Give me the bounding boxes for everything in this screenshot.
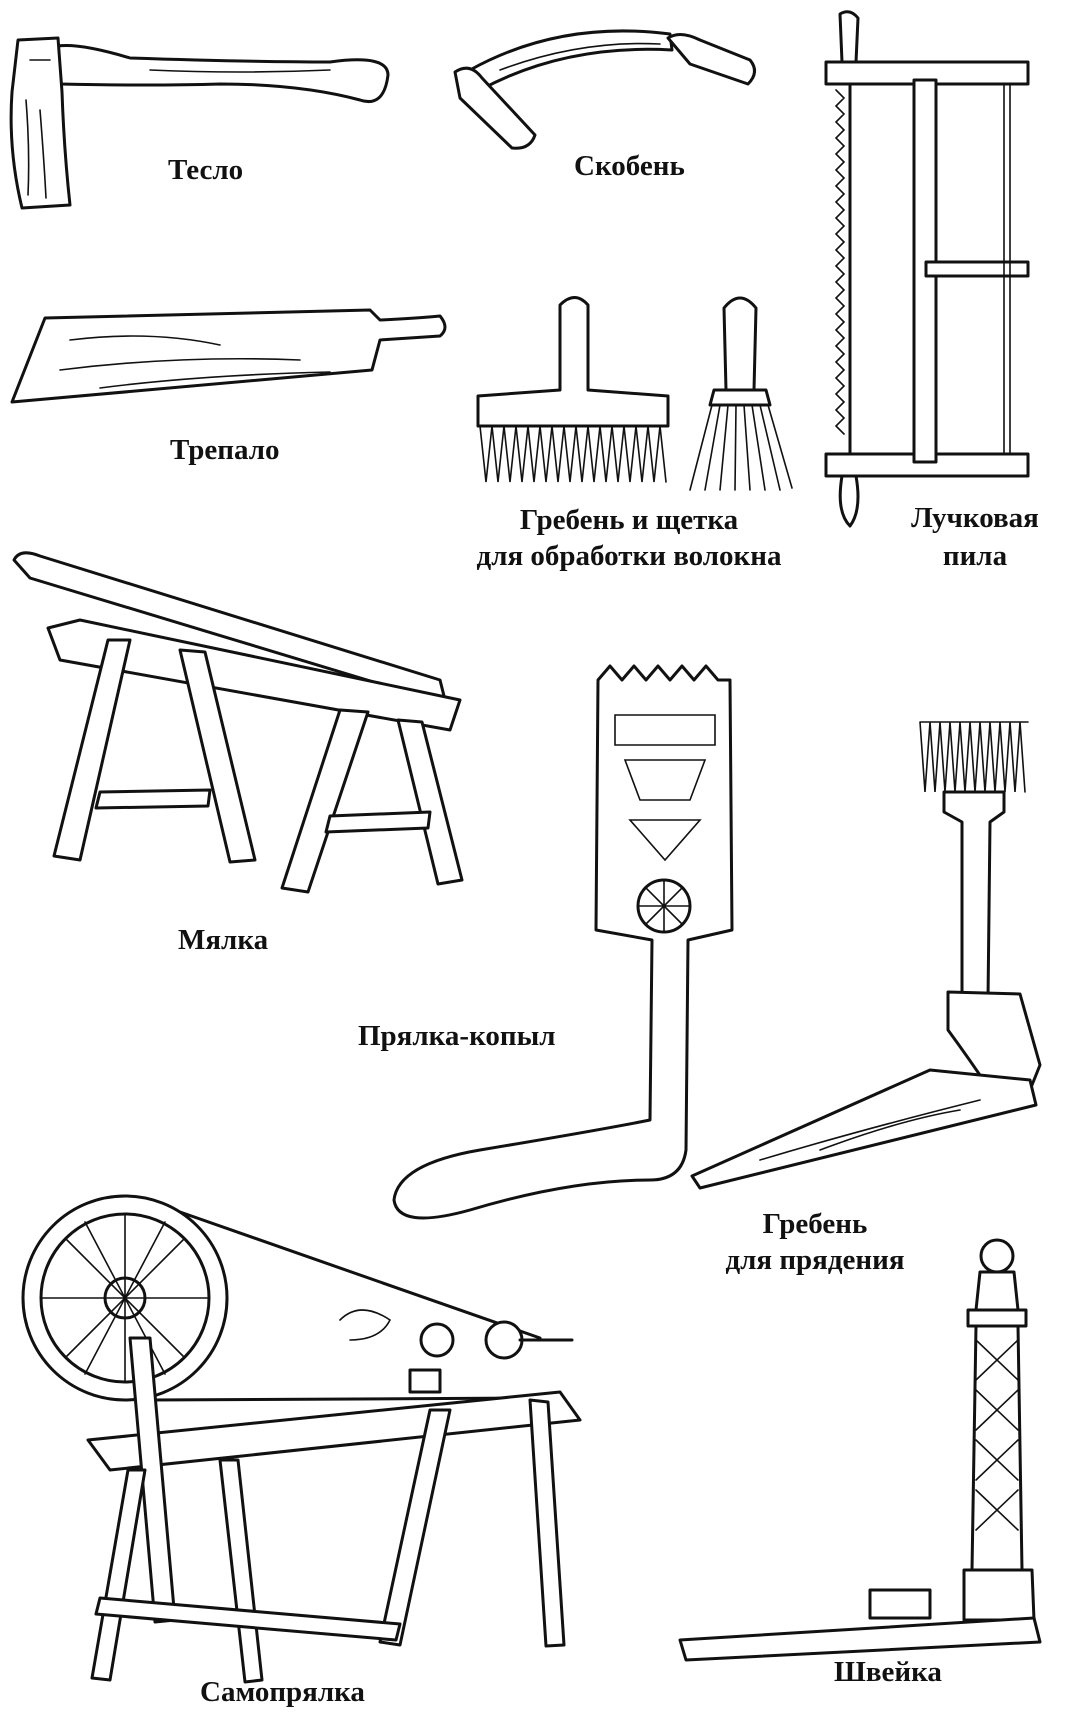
label-pila-line2: пила [942,540,1008,572]
label-trepalo: Трепало [170,434,280,466]
spinning-wheel-drawing [21,1194,582,1684]
adze-drawing [9,36,390,210]
comb-and-brush-drawing [476,296,793,491]
label-myalka: Мялка [178,924,269,956]
bow-saw-drawing [824,10,1030,528]
label-pila-line1: Лучковая [911,502,1039,534]
scutching-knife-drawing [10,308,447,404]
label-samopryalka: Самопрялка [200,1676,365,1708]
label-greben-pryad-line2: для прядения [725,1244,905,1276]
label-pryalka-kopyl: Прялка-копыл [358,1020,556,1052]
label-shveyka: Швейка [834,1656,942,1688]
spinning-comb-drawing [690,721,1042,1190]
label-greben-line2: для обработки волокна [476,540,782,572]
drawknife-drawing [453,29,756,150]
label-greben-line1: Гребень и щетка [519,504,739,536]
label-greben-pryad-line1: Гребень [762,1208,868,1240]
flax-brake-drawing [12,551,464,894]
distaff-drawing [392,664,734,1220]
label-teslo: Тесло [168,154,244,186]
sewing-clamp-drawing [678,1238,1042,1662]
label-skoben: Скобень [574,150,685,182]
